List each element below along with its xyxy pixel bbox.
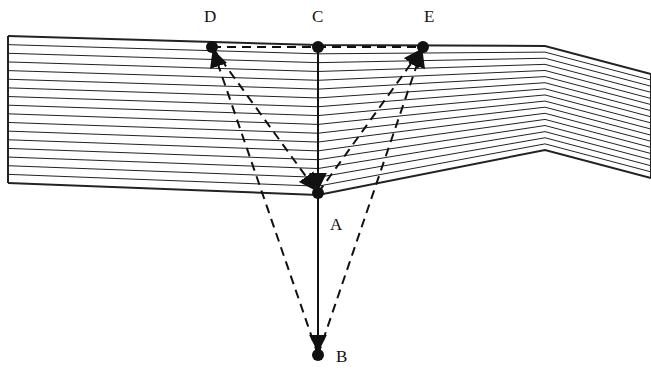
stratum-line [8, 70, 651, 98]
stratum-line [8, 101, 651, 129]
stratum-line [8, 95, 651, 123]
point-label: D [204, 8, 216, 25]
ray-line [213, 51, 318, 355]
point-dot [206, 41, 218, 53]
stratum-line [8, 53, 651, 86]
stratum-line [8, 150, 651, 195]
ray-line [212, 47, 316, 190]
stratum-line [8, 89, 651, 117]
point-label: B [336, 348, 347, 365]
stratum-line [8, 126, 651, 160]
stratum-line [8, 107, 651, 135]
point-dot [312, 349, 324, 361]
stratum-edge [7, 36, 9, 183]
ray-line [318, 51, 422, 355]
point-dots [206, 41, 429, 361]
strata-lines [8, 36, 651, 195]
stratum-line [8, 144, 651, 186]
ray-line [317, 47, 319, 189]
ray-line [317, 193, 319, 351]
ray-line [318, 50, 421, 193]
stratum-line [8, 83, 651, 111]
point-dot [312, 187, 324, 199]
stratum-line [8, 138, 651, 178]
point-dot [312, 41, 324, 53]
ray-paths [212, 47, 423, 355]
stratum-line [8, 62, 651, 92]
stratum-line [8, 132, 651, 169]
point-label: E [424, 8, 434, 25]
stratum-edge [650, 74, 651, 178]
point-dot [417, 41, 429, 53]
point-label: C [312, 8, 323, 25]
point-label: A [330, 216, 342, 233]
